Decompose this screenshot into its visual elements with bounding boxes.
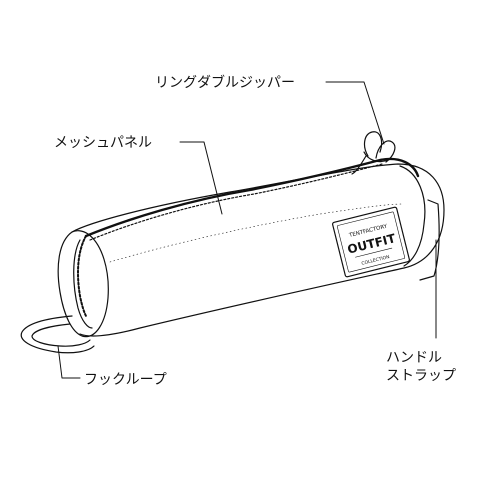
callout-mesh-panel: メッシュパネル bbox=[54, 135, 152, 151]
hook-loop-strap bbox=[20, 315, 95, 354]
handle-strap bbox=[419, 199, 440, 281]
callout-handle-line1: ハンドル bbox=[386, 350, 442, 366]
zipper-pull-tail bbox=[351, 155, 367, 175]
brand-patch bbox=[332, 206, 410, 278]
zipper-seam bbox=[84, 157, 420, 238]
zipper-pull-cord bbox=[363, 151, 389, 163]
callout-hook-loop: フックループ bbox=[84, 372, 167, 388]
brand-patch-inner bbox=[336, 211, 406, 273]
case-end-seam bbox=[73, 239, 93, 329]
case-body-outline bbox=[71, 163, 445, 337]
mesh-panel-arc bbox=[109, 203, 403, 263]
hook-loop-strap-inner bbox=[31, 323, 91, 347]
zipper-end-left bbox=[77, 235, 87, 317]
case-right-seam bbox=[399, 165, 426, 267]
leader-mesh bbox=[179, 141, 223, 215]
zipper-teeth bbox=[89, 163, 383, 241]
leader-hook bbox=[57, 345, 81, 379]
zipper-pull-ring-1 bbox=[363, 131, 383, 157]
zipper-pull-ring-2 bbox=[375, 140, 396, 163]
case-end-cap bbox=[57, 230, 109, 338]
leader-zipper bbox=[325, 81, 385, 145]
callout-zipper: リングダブルジッパー bbox=[155, 75, 295, 91]
patch-bottom-text: COLLECTION bbox=[361, 254, 390, 267]
callout-handle-line2: ストラップ bbox=[386, 368, 456, 384]
callout-handle-strap: ハンドル ストラップ bbox=[386, 349, 456, 385]
